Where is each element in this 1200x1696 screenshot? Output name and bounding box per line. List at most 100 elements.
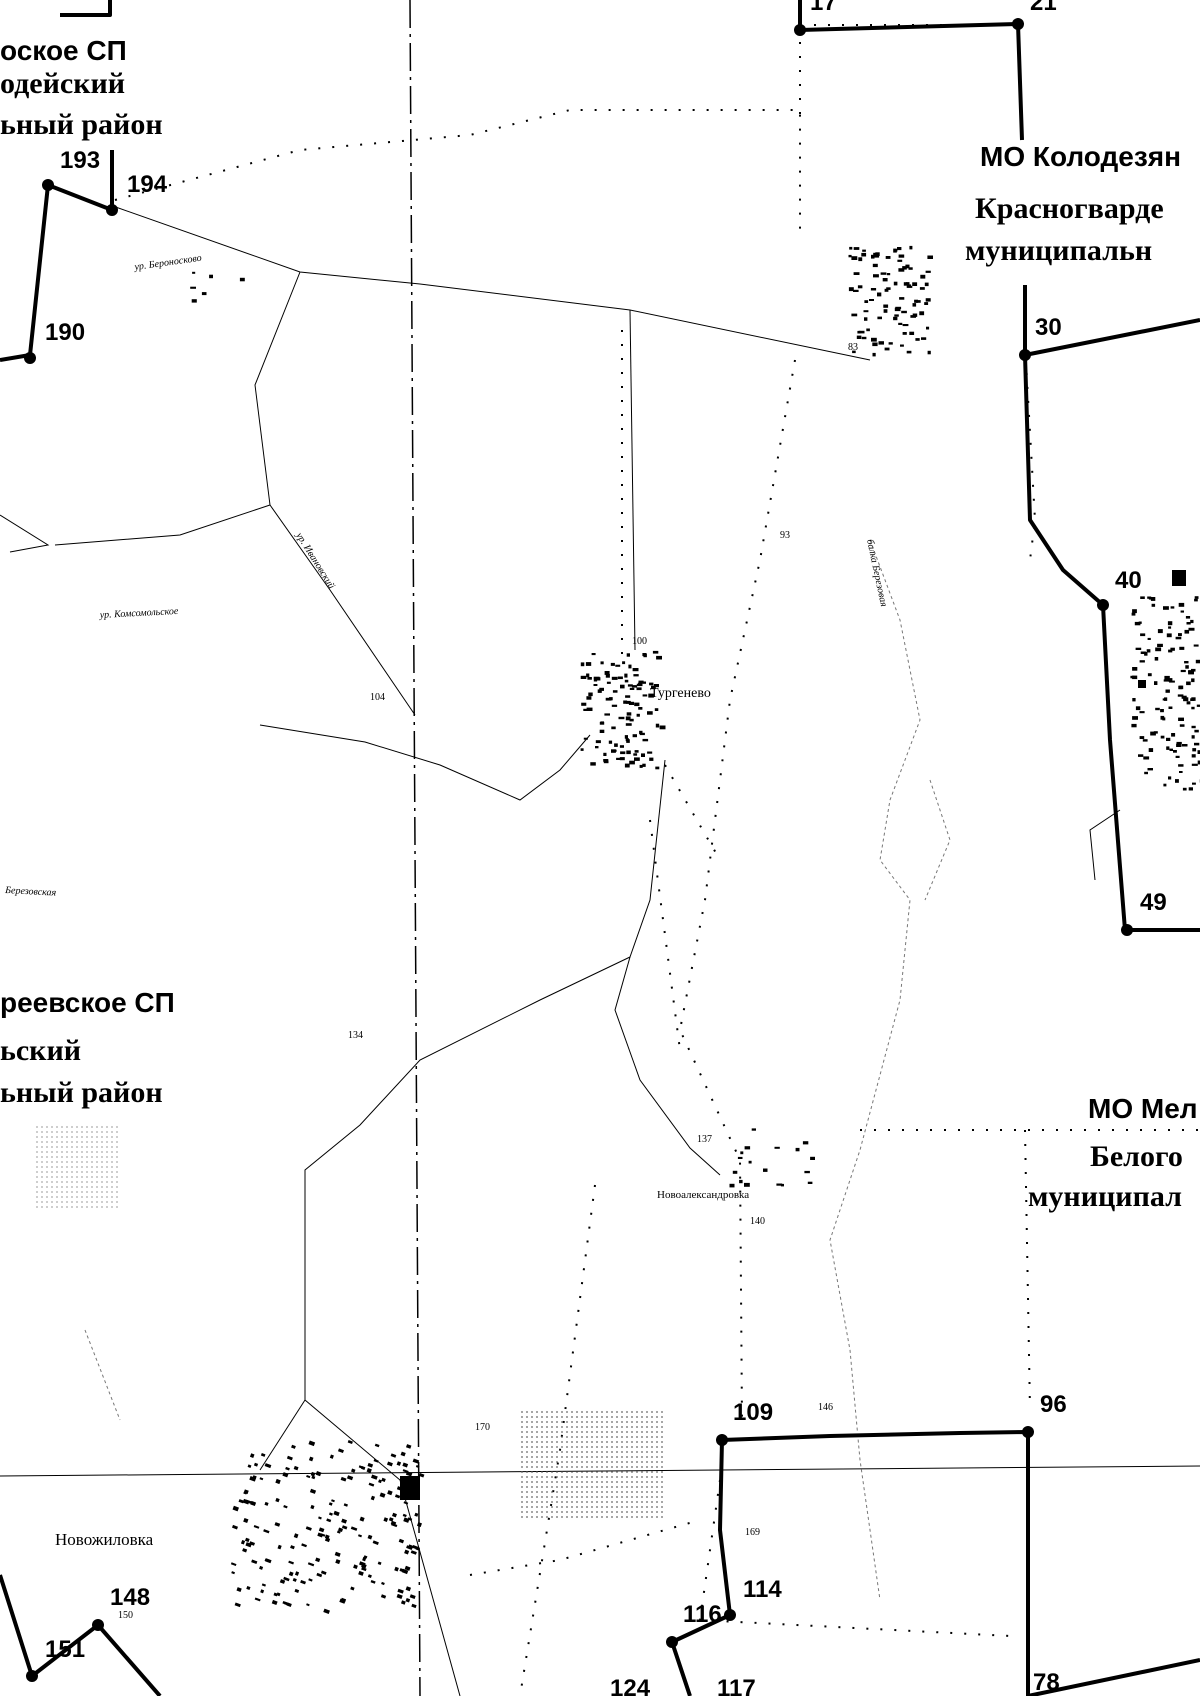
building — [411, 1603, 417, 1609]
building — [1190, 698, 1194, 701]
building — [912, 282, 918, 286]
boundary-point-194[interactable] — [106, 204, 118, 216]
building — [305, 1526, 312, 1531]
boundary-point-40[interactable] — [1097, 599, 1109, 611]
building — [398, 1538, 405, 1544]
building — [250, 1500, 257, 1507]
building — [387, 1490, 393, 1496]
building — [337, 1448, 344, 1454]
building — [1132, 716, 1138, 720]
building — [580, 748, 584, 751]
building — [292, 1578, 297, 1582]
building — [273, 1592, 278, 1597]
building — [600, 661, 604, 665]
building — [884, 288, 889, 292]
building — [243, 1517, 249, 1524]
building — [1175, 779, 1179, 783]
building — [848, 287, 854, 292]
building — [853, 289, 859, 292]
building — [308, 1578, 313, 1582]
building — [1179, 646, 1185, 650]
building — [351, 1468, 356, 1473]
building — [1146, 649, 1151, 653]
building — [1147, 768, 1153, 771]
building — [1191, 763, 1198, 766]
boundary-point-190[interactable] — [24, 352, 36, 364]
region-label-w-line3: ьный район — [0, 1076, 163, 1109]
building — [317, 1532, 324, 1538]
building — [390, 1520, 397, 1526]
building — [1142, 739, 1148, 742]
building — [341, 1525, 348, 1530]
building — [642, 653, 647, 657]
boundary-point-96[interactable] — [1022, 1426, 1034, 1438]
boundary-point-151[interactable] — [26, 1670, 38, 1682]
building — [367, 1574, 372, 1578]
building — [284, 1601, 290, 1606]
region-label-e-line3: муниципал — [1028, 1180, 1182, 1213]
building — [1163, 783, 1167, 787]
boundary-point-30[interactable] — [1019, 349, 1031, 361]
elevation-137: 137 — [697, 1134, 712, 1145]
building — [654, 708, 659, 711]
building — [649, 682, 654, 686]
building — [264, 1463, 272, 1469]
building — [893, 281, 898, 286]
building — [340, 1597, 347, 1603]
building — [625, 738, 629, 742]
building — [599, 687, 604, 691]
boundary-point-49[interactable] — [1121, 924, 1133, 936]
elevation-83: 83 — [848, 342, 858, 353]
building — [343, 1503, 348, 1507]
building — [912, 303, 917, 307]
building — [350, 1586, 355, 1591]
building — [774, 1146, 780, 1149]
building — [623, 700, 628, 704]
building — [394, 1566, 399, 1572]
building — [234, 1602, 241, 1608]
building — [324, 1537, 331, 1543]
vertex-label-78: 78 — [1033, 1669, 1060, 1696]
settlement-novoaleksandrovka[interactable]: Новоалександровка — [657, 1189, 749, 1201]
building — [927, 255, 933, 259]
building — [853, 272, 860, 275]
building — [886, 287, 891, 290]
building — [414, 1512, 419, 1517]
building — [283, 1576, 290, 1582]
building — [647, 711, 653, 715]
building — [632, 734, 637, 738]
building — [260, 1589, 265, 1594]
building — [897, 247, 902, 251]
building — [1135, 647, 1142, 650]
building — [1180, 669, 1186, 673]
boundary-point-148[interactable] — [92, 1619, 104, 1631]
settlement-turgenevo[interactable]: Тургенево — [650, 686, 711, 701]
building — [886, 273, 891, 276]
building — [625, 723, 632, 726]
building — [1176, 741, 1182, 744]
building — [1139, 736, 1145, 739]
settlement-novozhilovka[interactable]: Новожиловка — [55, 1530, 154, 1549]
building — [1182, 787, 1187, 791]
boundary-point-193[interactable] — [42, 179, 54, 191]
building — [593, 678, 598, 682]
boundary-point-116[interactable] — [724, 1609, 736, 1621]
building — [894, 307, 901, 312]
building — [192, 271, 196, 274]
building — [898, 268, 905, 272]
boundary-point-21[interactable] — [1012, 18, 1024, 30]
boundary-point-124[interactable] — [666, 1636, 678, 1648]
building — [885, 256, 891, 259]
roads — [0, 204, 1121, 1696]
boundary-point-109[interactable] — [716, 1434, 728, 1446]
building — [883, 304, 889, 308]
large-building — [400, 1476, 420, 1500]
boundary-point-17[interactable] — [794, 24, 806, 36]
building — [637, 682, 642, 685]
building — [347, 1440, 353, 1445]
building — [915, 338, 920, 341]
building — [634, 750, 639, 753]
building — [1191, 735, 1195, 739]
building — [899, 297, 905, 300]
